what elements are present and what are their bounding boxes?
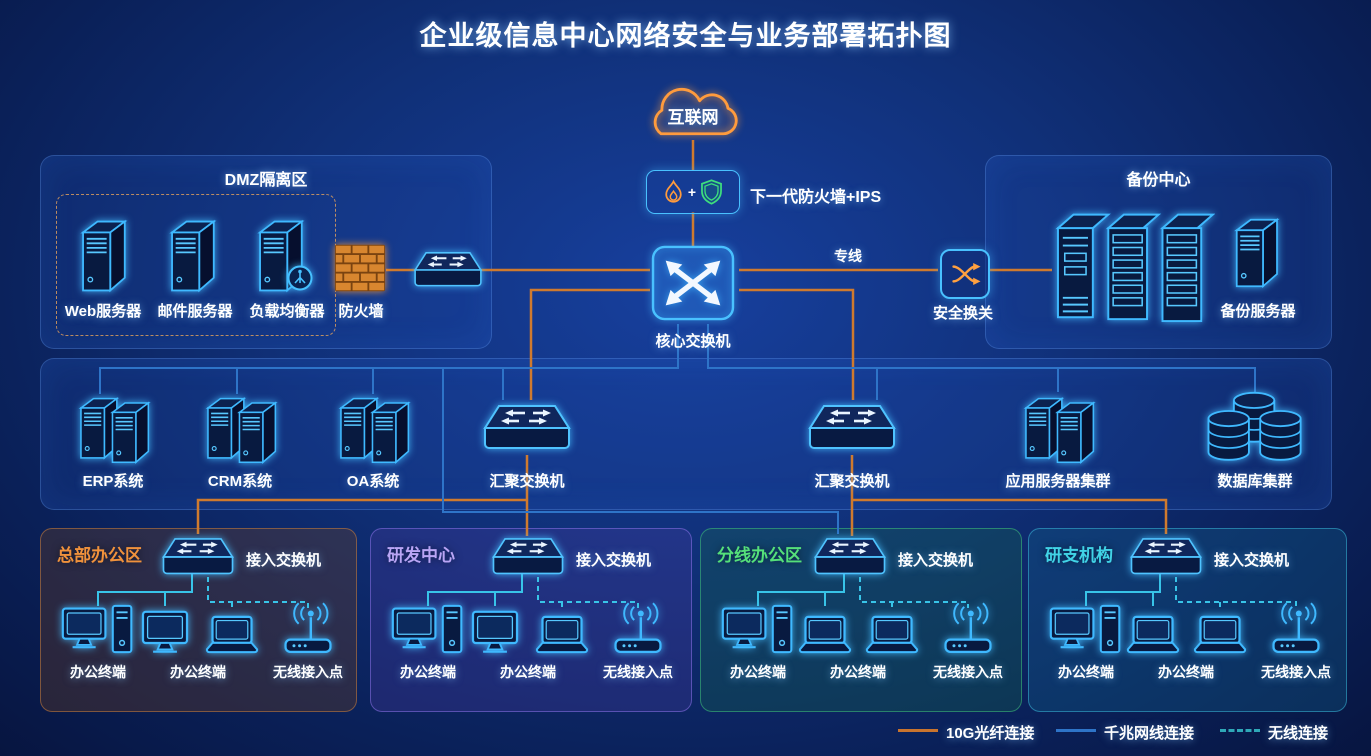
desktop-terminal-icon bbox=[721, 603, 795, 655]
wireless-ap-label: 无线接入点 bbox=[273, 664, 343, 680]
access-switch-label: 接入交换机 bbox=[898, 552, 974, 569]
laptop-terminal-icon bbox=[865, 615, 919, 654]
wireless-ap-label: 无线接入点 bbox=[1261, 664, 1331, 680]
wireless-ap-label: 无线接入点 bbox=[933, 664, 1003, 680]
zone-title: 总部办公区 bbox=[57, 546, 142, 565]
erp-label: ERP系统 bbox=[82, 473, 144, 490]
ngfw-ips-box: + bbox=[646, 170, 740, 214]
wireless-ap-icon bbox=[944, 601, 992, 654]
legend-fiber-swatch bbox=[898, 729, 938, 732]
terminal-label: 办公终端 bbox=[830, 664, 886, 680]
core-switch-icon bbox=[650, 244, 736, 322]
crm-label: CRM系统 bbox=[207, 473, 273, 490]
firewall-wall-icon bbox=[334, 244, 386, 292]
firewall-flame-icon bbox=[665, 180, 682, 203]
access-switch-icon bbox=[814, 537, 886, 575]
access-switch-icon bbox=[162, 537, 234, 575]
aggregation-switch-left-icon bbox=[483, 404, 571, 450]
zone-title: 研支机构 bbox=[1045, 546, 1113, 565]
zone-title: 分线办公区 bbox=[717, 546, 802, 565]
security-gateway-box bbox=[940, 249, 990, 299]
terminal-label: 办公终端 bbox=[70, 664, 126, 680]
access-switch-label: 接入交换机 bbox=[1214, 552, 1290, 569]
aggregation-switch-right-icon bbox=[808, 404, 896, 450]
app-cluster-icon bbox=[1016, 392, 1100, 468]
mail-server-icon bbox=[171, 220, 215, 292]
oa-servers-icon bbox=[331, 392, 415, 468]
dmz-uplink-switch-icon bbox=[414, 251, 482, 287]
backup-server-label: 备份服务器 bbox=[1220, 303, 1296, 320]
laptop-terminal-icon bbox=[1193, 615, 1247, 654]
dedicated-line-label: 专线 bbox=[834, 248, 862, 264]
desktop-terminal-icon bbox=[61, 603, 135, 655]
wireless-ap-icon bbox=[1272, 601, 1320, 654]
legend-ethernet-label: 千兆网线连接 bbox=[1104, 725, 1195, 742]
backup-rack-icon bbox=[1057, 213, 1214, 323]
ngfw-ips-label: 下一代防火墙+IPS bbox=[750, 189, 882, 206]
db-cluster-label: 数据库集群 bbox=[1217, 473, 1293, 490]
laptop-terminal-icon bbox=[1126, 615, 1180, 654]
desktop-terminal-icon bbox=[1049, 603, 1123, 655]
legend-wireless-label: 无线连接 bbox=[1268, 725, 1329, 742]
terminal-label: 办公终端 bbox=[1058, 664, 1114, 680]
legend-wireless-swatch bbox=[1220, 729, 1260, 732]
ips-shield-icon bbox=[701, 179, 723, 205]
zone-title: 研发中心 bbox=[387, 546, 455, 565]
terminal-label: 办公终端 bbox=[1158, 664, 1214, 680]
security-gateway-label: 安全换关 bbox=[932, 305, 994, 322]
access-switch-icon bbox=[1130, 537, 1202, 575]
db-cluster-icon bbox=[1205, 390, 1305, 468]
app-cluster-label: 应用服务器集群 bbox=[1005, 473, 1111, 490]
crm-servers-icon bbox=[198, 392, 282, 468]
desktop-terminal-icon bbox=[391, 603, 465, 655]
terminal-label: 办公终端 bbox=[170, 664, 226, 680]
diagram-title: 企业级信息中心网络安全与业务部署拓扑图 bbox=[419, 21, 952, 51]
internet-label: 互联网 bbox=[667, 108, 719, 127]
terminal-label: 办公终端 bbox=[500, 664, 556, 680]
oa-label: OA系统 bbox=[346, 473, 400, 490]
legend-ethernet-swatch bbox=[1056, 729, 1096, 732]
monitor-terminal-icon bbox=[141, 610, 189, 653]
laptop-terminal-icon bbox=[535, 615, 589, 654]
mail-server-label: 邮件服务器 bbox=[157, 303, 233, 320]
laptop-terminal-icon bbox=[798, 615, 852, 654]
terminal-label: 办公终端 bbox=[400, 664, 456, 680]
core-switch-label: 核心交换机 bbox=[655, 333, 731, 350]
plus-sign: + bbox=[687, 184, 697, 200]
legend-fiber-label: 10G光纤连接 bbox=[946, 725, 1035, 742]
access-switch-label: 接入交换机 bbox=[576, 552, 652, 569]
wireless-ap-label: 无线接入点 bbox=[603, 664, 673, 680]
access-switch-label: 接入交换机 bbox=[246, 552, 322, 569]
load-balancer-label: 负载均衡器 bbox=[249, 303, 325, 320]
wireless-ap-icon bbox=[284, 601, 332, 654]
web-server-label: Web服务器 bbox=[64, 303, 142, 320]
wireless-ap-icon bbox=[614, 601, 662, 654]
aggregation-switch-left-label: 汇聚交换机 bbox=[489, 473, 565, 490]
laptop-terminal-icon bbox=[205, 615, 259, 654]
dmz-panel-title: DMZ隔离区 bbox=[224, 172, 308, 189]
backup-panel-title: 备份中心 bbox=[1126, 172, 1191, 189]
web-server-icon bbox=[82, 220, 126, 292]
erp-servers-icon bbox=[71, 392, 155, 468]
security-gateway-swap-icon bbox=[952, 261, 982, 287]
terminal-label: 办公终端 bbox=[730, 664, 786, 680]
load-balancer-badge-icon bbox=[287, 265, 313, 291]
backup-server-icon bbox=[1235, 218, 1278, 288]
monitor-terminal-icon bbox=[471, 610, 519, 653]
firewall-label: 防火墙 bbox=[338, 303, 384, 320]
access-switch-icon bbox=[492, 537, 564, 575]
aggregation-switch-right-label: 汇聚交换机 bbox=[814, 473, 890, 490]
